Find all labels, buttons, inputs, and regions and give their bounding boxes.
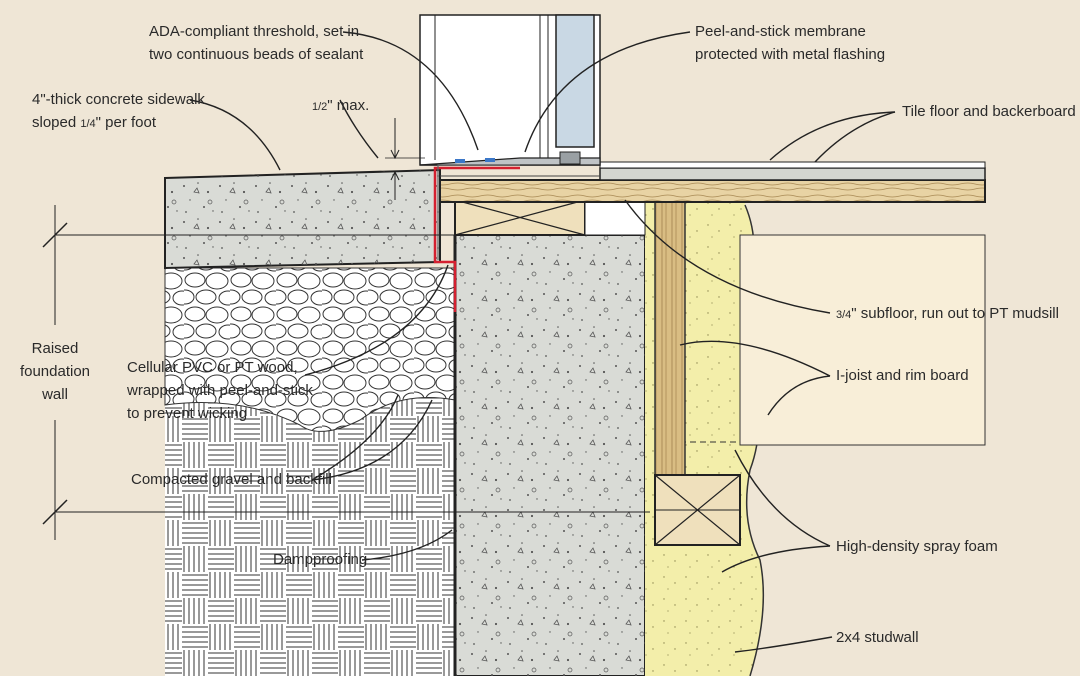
subfloor [439, 179, 986, 203]
i-joist [739, 234, 986, 446]
label-threshold: ADA-compliant threshold, set in two cont… [149, 20, 363, 66]
leader-tile-2 [814, 111, 896, 163]
leader-pvc [304, 264, 449, 376]
label-raised-foundation: Raised foundation wall [19, 340, 91, 403]
leader-ijoist-1 [679, 340, 831, 377]
leader-stud [734, 636, 833, 653]
label-tile-floor: Tile floor and backerboard [902, 103, 1076, 120]
leader-gravel-1 [311, 399, 433, 481]
door-glass [555, 14, 595, 148]
peel-and-stick-membrane [433, 166, 520, 312]
label-subfloor: 3/4" subfloor, run out to PT mudsill [836, 305, 1059, 322]
leader-membrane [524, 31, 691, 153]
label-sidewalk-line1: 4"-thick concrete sidewalk [32, 91, 205, 108]
label-gravel-backfill: Compacted gravel and backfill [131, 471, 332, 488]
compacted-gravel [164, 267, 456, 432]
leader-sidewalk [189, 99, 281, 171]
label-membrane-line2: protected with metal flashing [695, 46, 886, 63]
metal-flashing [437, 164, 520, 260]
label-half-inch-max: 1/2" max. [312, 97, 370, 114]
label-dampproofing: Dampproofing [273, 551, 368, 568]
leader-tile-1 [769, 111, 896, 161]
label-spray-foam: High-density spray foam [836, 538, 998, 555]
fraction-three-quarter: 3/4 [836, 309, 852, 321]
rim-board [654, 199, 686, 476]
label-i-joist: I-joist and rim board [836, 367, 969, 384]
fraction-quarter: 1/4 [80, 118, 96, 130]
label-threshold-line1: ADA-compliant threshold, set in [149, 23, 360, 40]
leader-subfloor [624, 199, 831, 314]
label-threshold-line2: two continuous beads of sealant [149, 46, 364, 63]
tile-backerboard [599, 167, 986, 181]
label-sidewalk-line2: sloped 1/4" per foot [32, 114, 157, 131]
leader-ijoist-2 [767, 375, 831, 416]
leader-gravel-2 [311, 394, 399, 481]
label-membrane: Peel-and-stick membrane protected with m… [695, 20, 885, 66]
label-membrane-line1: Peel-and-stick membrane [695, 23, 866, 40]
label-cellular-pvc: Cellular PVC or PT wood, wrapped with pe… [127, 359, 313, 422]
leader-damp [361, 529, 453, 561]
leader-spray-1 [734, 449, 831, 547]
leader-spray-2 [721, 545, 831, 573]
label-studwall: 2x4 studwall [836, 629, 919, 646]
label-sidewalk: 4"-thick concrete sidewalk sloped 1/4" p… [32, 88, 205, 136]
leader-halfmax [339, 99, 379, 159]
fraction-half: 1/2 [312, 101, 328, 113]
leader-threshold [342, 31, 479, 151]
